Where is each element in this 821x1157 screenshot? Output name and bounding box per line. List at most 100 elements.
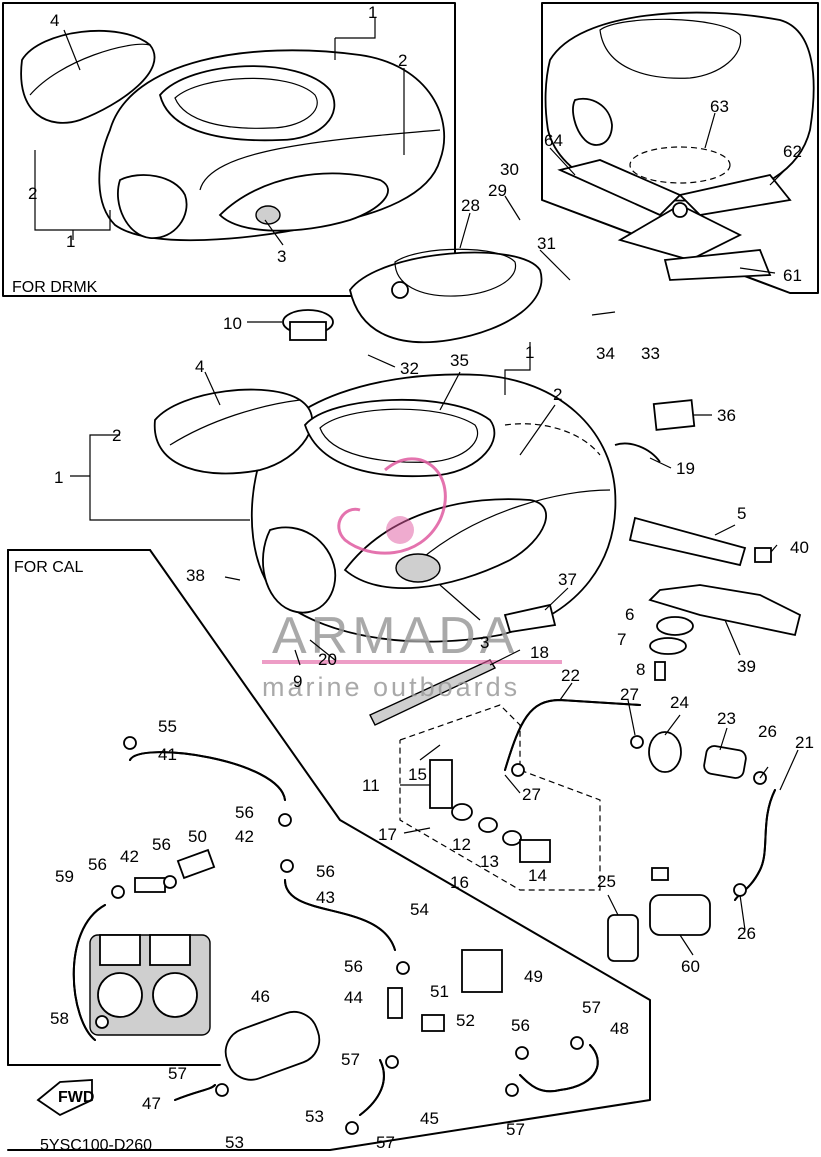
part-14: 14 — [528, 866, 547, 885]
part-12: 12 — [452, 835, 471, 854]
carburetor-assembly — [89, 934, 211, 1036]
part-6: 6 — [625, 605, 634, 624]
part-9: 9 — [293, 672, 302, 691]
part-32: 32 — [400, 359, 419, 378]
fuel-cap-10 — [282, 309, 334, 341]
fwd-arrow-icon: FWD — [36, 1079, 94, 1117]
part-27: 27 — [522, 785, 541, 804]
part-31: 31 — [537, 234, 556, 253]
part-4: 4 — [195, 357, 204, 376]
part-16: 16 — [450, 873, 469, 892]
part-24: 24 — [670, 693, 689, 712]
part-50: 50 — [188, 827, 207, 846]
part-42: 42 — [235, 827, 254, 846]
part-8: 8 — [636, 660, 645, 679]
watermark-tagline: marine outboards — [262, 672, 520, 702]
damper-washer-bolt — [649, 616, 694, 681]
part-47: 47 — [142, 1094, 161, 1113]
hose-clamps — [95, 735, 767, 1135]
part-38: 38 — [186, 566, 205, 585]
part-48: 48 — [610, 1019, 629, 1038]
part-41: 41 — [158, 745, 177, 764]
seal-strip-18 — [369, 659, 497, 726]
part-2: 2 — [112, 426, 121, 445]
part-3: 3 — [277, 247, 286, 266]
fwd-label: FWD — [58, 1089, 94, 1106]
fuel-filter-23 — [648, 731, 747, 779]
part-36: 36 — [717, 406, 736, 425]
part-57: 57 — [341, 1050, 360, 1069]
part-2: 2 — [398, 51, 407, 70]
part-46: 46 — [251, 987, 270, 1006]
part-51: 51 — [430, 982, 449, 1001]
part-43: 43 — [316, 888, 335, 907]
part-33: 33 — [641, 344, 660, 363]
part-27: 27 — [620, 685, 639, 704]
part-7: 7 — [617, 630, 626, 649]
part-45: 45 — [420, 1109, 439, 1128]
part-17: 17 — [378, 825, 397, 844]
part-63: 63 — [710, 97, 729, 116]
part-53: 53 — [225, 1133, 244, 1152]
part-25: 25 — [597, 872, 616, 891]
part-1: 1 — [368, 3, 377, 22]
fuel-cock-assembly — [399, 704, 601, 891]
part-1: 1 — [66, 232, 75, 251]
part-59: 59 — [55, 867, 74, 886]
part-5: 5 — [737, 504, 746, 523]
drmk-inset-tank — [20, 29, 445, 242]
part-23: 23 — [717, 709, 736, 728]
part-29: 29 — [488, 181, 507, 200]
part-57: 57 — [376, 1133, 395, 1152]
part-57: 57 — [582, 998, 601, 1017]
part-19: 19 — [676, 459, 695, 478]
part-18: 18 — [530, 643, 549, 662]
tank-cover-28 — [349, 248, 543, 344]
part-56: 56 — [344, 957, 363, 976]
part-56: 56 — [316, 862, 335, 881]
main-fuel-tank — [154, 373, 617, 643]
watermark-brand: ARMADA — [272, 607, 518, 665]
part-58: 58 — [50, 1009, 69, 1028]
part-3: 3 — [480, 633, 489, 652]
part-55: 55 — [158, 717, 177, 736]
part-30: 30 — [500, 160, 519, 179]
cal-inset-tank — [544, 11, 815, 281]
fuel-hose-22 — [504, 699, 641, 771]
part-37: 37 — [558, 570, 577, 589]
part-22: 22 — [561, 666, 580, 685]
part-35: 35 — [450, 351, 469, 370]
part-56: 56 — [511, 1016, 530, 1035]
part-61: 61 — [783, 266, 802, 285]
part-2: 2 — [553, 385, 562, 404]
armada-watermark: ARMADA marine outboards — [262, 457, 562, 702]
part-26: 26 — [737, 924, 756, 943]
part-26: 26 — [758, 722, 777, 741]
charcoal-canister-46 — [224, 1011, 321, 1081]
part-44: 44 — [344, 988, 363, 1007]
part-34: 34 — [596, 344, 615, 363]
callout-labels: FOR DRMK FOR CAL 5YSC100-D260 — [12, 279, 152, 1154]
part-62: 62 — [783, 142, 802, 161]
part-15: 15 — [408, 765, 427, 784]
part-57: 57 — [506, 1120, 525, 1139]
part-56: 56 — [152, 835, 171, 854]
part-39: 39 — [737, 657, 756, 676]
part-56: 56 — [88, 855, 107, 874]
part-1: 1 — [54, 468, 63, 487]
bracket-5 — [628, 516, 802, 637]
part-20: 20 — [318, 650, 337, 669]
fuel-pump-60 — [607, 867, 711, 962]
leader-lines — [34, 18, 799, 956]
part-53: 53 — [305, 1107, 324, 1126]
part-40: 40 — [790, 538, 809, 557]
part-52: 52 — [456, 1011, 475, 1030]
part-60: 60 — [681, 957, 700, 976]
part-49: 49 — [524, 967, 543, 986]
plate-19-36-37 — [503, 399, 696, 634]
part-4: 4 — [50, 11, 59, 30]
part-42: 42 — [120, 847, 139, 866]
part-number-labels: 1 2 4 2 1 3 64 63 62 61 30 29 28 31 10 3… — [28, 3, 814, 1152]
